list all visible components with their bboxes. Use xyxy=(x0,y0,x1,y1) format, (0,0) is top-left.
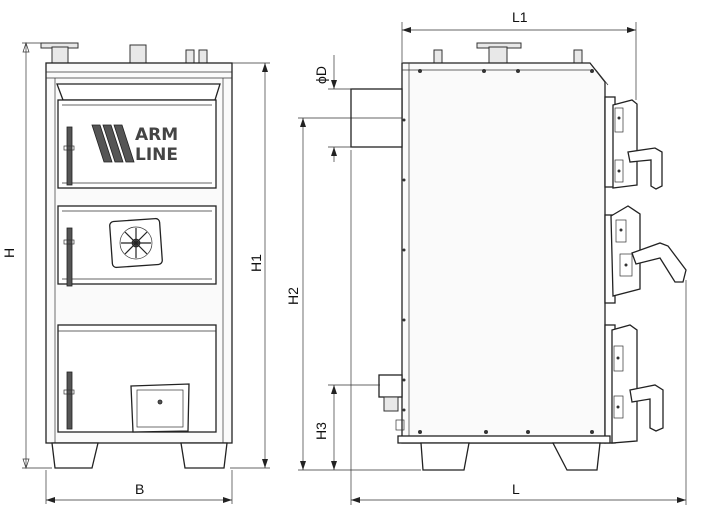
front-top-pipe-center xyxy=(129,44,147,64)
front-top-pipe-right-b xyxy=(198,49,208,64)
front-leg-right xyxy=(180,442,228,469)
dimension-h2-label: H2 xyxy=(285,287,301,305)
side-upper-handle xyxy=(627,147,663,190)
side-top-pipe-left xyxy=(433,49,443,64)
dimension-l1: L1 xyxy=(401,9,637,100)
logo-text-line1: ARM xyxy=(135,125,178,145)
side-view xyxy=(350,42,687,471)
side-return-pipe xyxy=(378,374,403,398)
side-flue-pipe xyxy=(488,46,508,64)
side-top-pipe-right xyxy=(573,49,583,64)
side-leg-front xyxy=(551,442,601,471)
dimension-h3-label: H3 xyxy=(313,422,329,440)
side-leg-rear xyxy=(420,442,470,471)
dimension-phi-d-label: ϕD xyxy=(313,66,329,84)
upper-door-handle xyxy=(66,126,73,186)
dimension-h1-label: H1 xyxy=(248,254,264,272)
dimension-l-label: L xyxy=(512,481,520,497)
dimension-l1-label: L1 xyxy=(512,9,528,25)
side-lower-handle xyxy=(629,384,664,432)
dimension-b: B xyxy=(45,470,233,504)
warmline-logo: ARM LINE xyxy=(91,124,178,165)
dimension-l: L xyxy=(350,150,687,505)
side-middle-handle xyxy=(631,242,687,283)
side-body xyxy=(401,62,606,444)
dimension-h-label: H xyxy=(1,248,17,258)
side-middle-door xyxy=(610,205,687,297)
side-rivets xyxy=(402,69,594,434)
dimension-b-label: B xyxy=(135,481,144,497)
dimension-h2: H2 xyxy=(285,117,421,471)
side-lower-door xyxy=(611,324,664,444)
front-upper-door xyxy=(57,99,217,189)
front-view: ARM LINE xyxy=(40,42,233,469)
side-base xyxy=(397,435,611,444)
dimension-h1: H1 xyxy=(230,62,270,469)
logo-text-line2: LINE xyxy=(135,145,178,165)
front-top-pipe-right-a xyxy=(185,49,195,64)
dimension-h: H xyxy=(1,41,52,470)
front-flue-pipe xyxy=(51,46,69,64)
dimension-phi-d: ϕD xyxy=(313,55,352,162)
side-upper-door xyxy=(612,99,663,190)
air-damper-icon xyxy=(109,217,163,269)
front-leg-left xyxy=(51,442,99,469)
ash-pan xyxy=(130,383,190,433)
front-top-panel xyxy=(56,83,221,101)
dimension-h3: H3 xyxy=(313,384,380,470)
middle-door-handle xyxy=(66,227,73,287)
lower-door-handle xyxy=(66,371,73,430)
